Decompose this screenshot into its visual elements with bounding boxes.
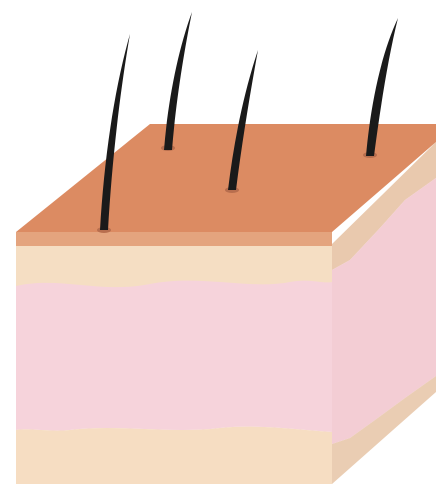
epidermis-front-edge <box>16 232 332 246</box>
hypodermis-layer <box>16 427 332 484</box>
front-face <box>16 244 332 484</box>
dermis-layer <box>16 281 332 432</box>
